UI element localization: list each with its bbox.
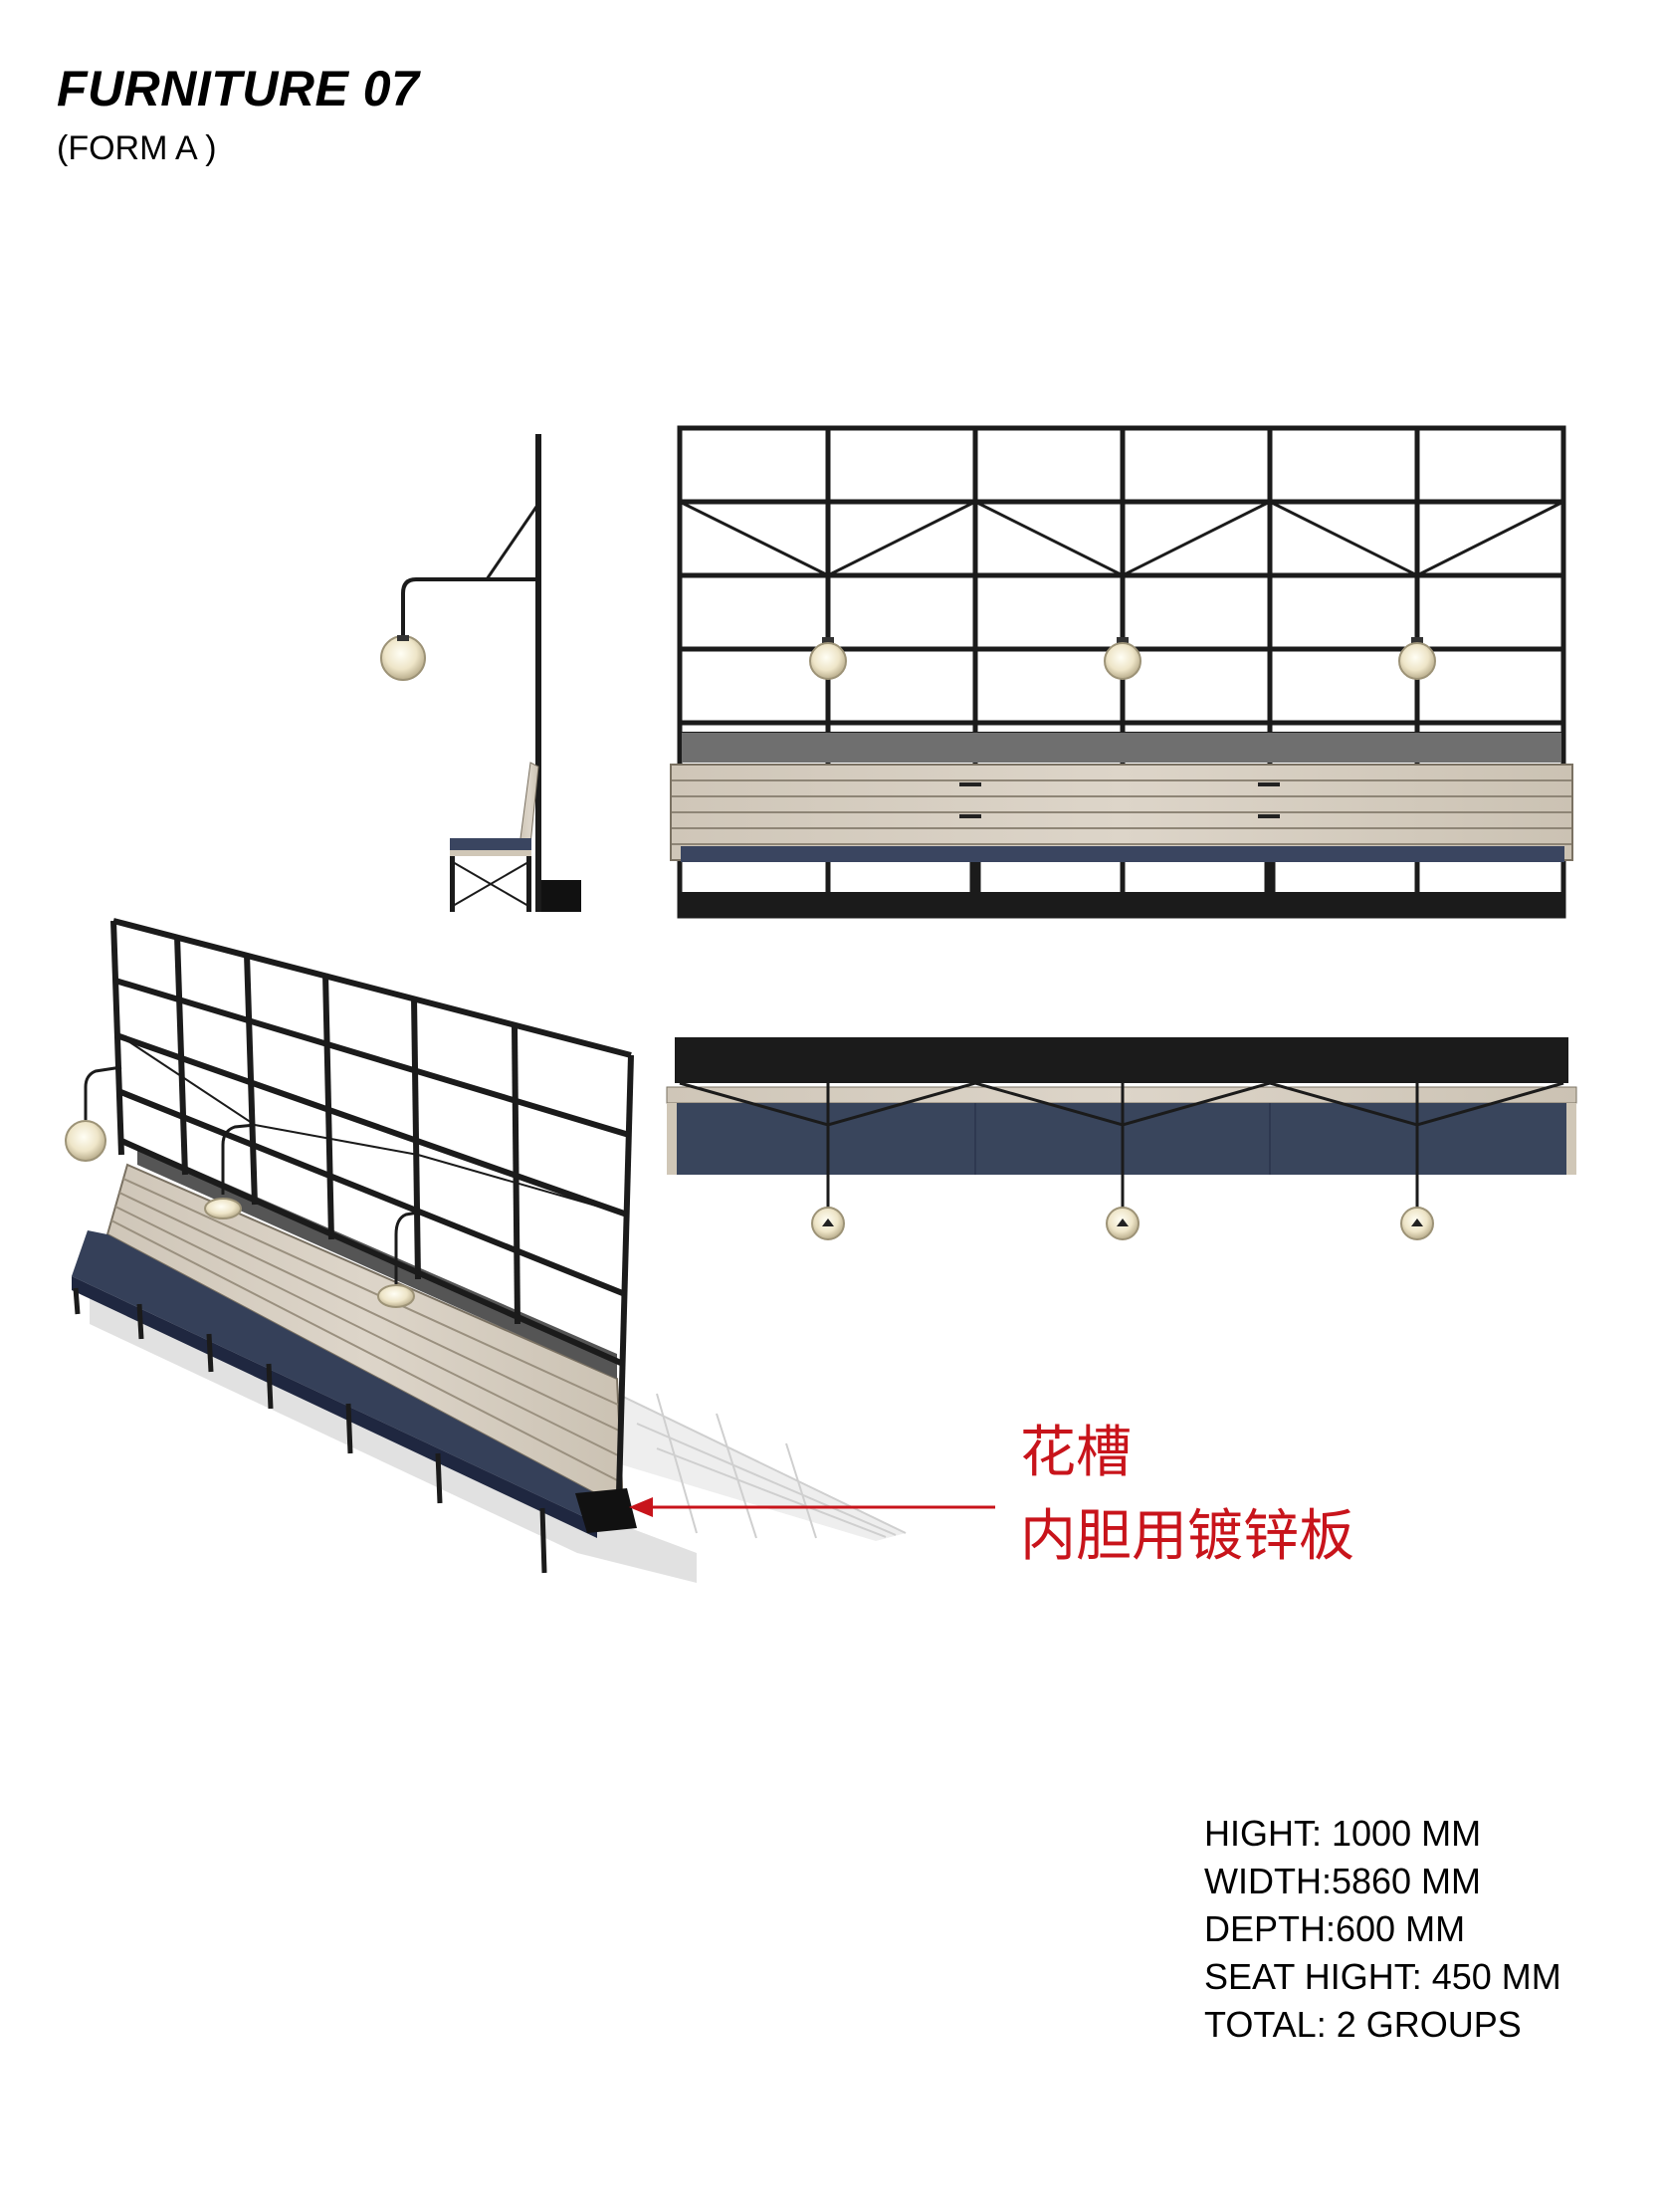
annotation-arrow bbox=[629, 1497, 995, 1517]
front-backrest-slats bbox=[670, 764, 1573, 861]
planter-annotation: 花槽 内胆用镀锌板 bbox=[1020, 1412, 1354, 1579]
annotation-line-1: 花槽 bbox=[1020, 1421, 1132, 1485]
spec-total: TOTAL: 2 GROUPS bbox=[1204, 2004, 1522, 2045]
spec-seat-height: SEAT HIGHT: 450 MM bbox=[1204, 1956, 1561, 1997]
spec-height: HIGHT: 1000 MM bbox=[1204, 1813, 1482, 1854]
page-title: FURNITURE 07 bbox=[57, 61, 420, 116]
front-lamps bbox=[809, 617, 1436, 680]
plan-view bbox=[666, 1037, 1577, 1240]
spec-width: WIDTH:5860 MM bbox=[1204, 1861, 1482, 1901]
spec-depth: DEPTH:600 MM bbox=[1204, 1908, 1466, 1949]
perspective-view bbox=[65, 918, 907, 1583]
spec-list: HIGHT: 1000 MM WIDTH:5860 MM DEPTH:600 M… bbox=[1204, 1810, 1561, 2049]
side-elevation bbox=[380, 434, 581, 912]
page-subtitle: (FORM A ) bbox=[57, 129, 217, 167]
annotation-line-2: 内胆用镀锌板 bbox=[1020, 1504, 1354, 1569]
